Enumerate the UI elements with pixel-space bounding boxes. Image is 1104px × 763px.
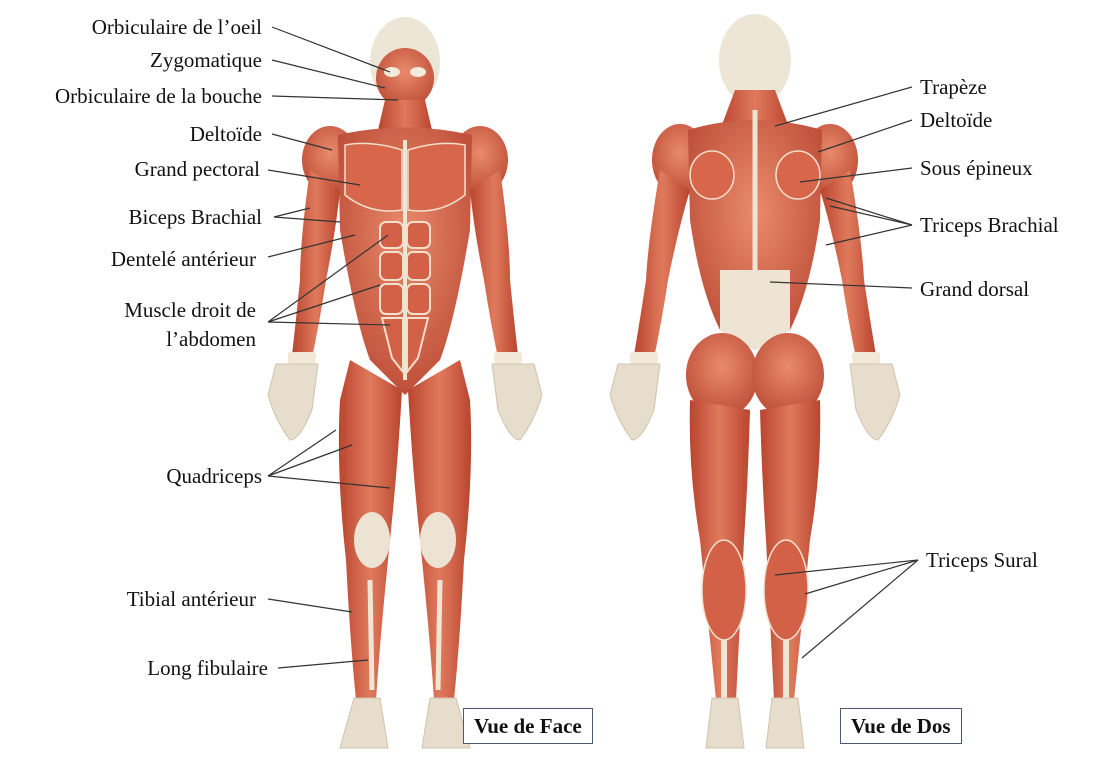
label-quadriceps: Quadriceps xyxy=(166,464,262,488)
front-hand-right xyxy=(492,364,542,440)
label-infraspinatus: Sous épineux xyxy=(920,156,1033,180)
back-figure xyxy=(610,14,900,748)
label-latissimus: Grand dorsal xyxy=(920,277,1029,301)
label-back-deltoid: Deltoïde xyxy=(920,108,992,132)
back-infraspinatus-left xyxy=(690,151,734,199)
front-foot-left xyxy=(340,698,388,748)
label-trapezius: Trapèze xyxy=(920,75,987,99)
label-peroneus: Long fibulaire xyxy=(147,656,268,680)
back-foot-left xyxy=(706,698,744,748)
back-calf-right xyxy=(764,540,808,640)
label-orbicularis-oculi: Orbiculaire de l’oeil xyxy=(92,15,262,39)
front-view-caption: Vue de Face xyxy=(463,708,593,744)
front-figure xyxy=(268,17,542,748)
label-biceps: Biceps Brachial xyxy=(128,205,262,229)
front-neck xyxy=(378,100,432,130)
front-knee-right xyxy=(420,512,456,568)
back-arm-left xyxy=(634,170,690,358)
front-hand-left xyxy=(268,364,318,440)
back-infraspinatus-right xyxy=(776,151,820,199)
label-triceps-surae: Triceps Sural xyxy=(926,548,1038,572)
front-arm-right xyxy=(470,170,518,358)
back-view-caption: Vue de Dos xyxy=(840,708,962,744)
label-front-deltoid: Deltoïde xyxy=(190,122,262,146)
label-zygomatic: Zygomatique xyxy=(150,48,262,72)
label-serratus: Dentelé antérieur xyxy=(111,247,256,271)
label-rectus-line2: l’abdomen xyxy=(166,327,256,351)
front-knee-left xyxy=(354,512,390,568)
label-tibialis: Tibial antérieur xyxy=(127,587,256,611)
label-orbicularis-oris: Orbiculaire de la bouche xyxy=(55,84,262,108)
back-hand-left xyxy=(610,364,660,440)
front-arm-left xyxy=(292,170,340,358)
back-hand-right xyxy=(850,364,900,440)
label-triceps: Triceps Brachial xyxy=(920,213,1059,237)
front-pectoral-left xyxy=(345,143,402,211)
back-calf-left xyxy=(702,540,746,640)
back-foot-right xyxy=(766,698,804,748)
label-pectoral: Grand pectoral xyxy=(135,157,260,181)
front-pectoral-right xyxy=(408,143,465,211)
label-rectus-line1: Muscle droit de xyxy=(124,298,256,322)
